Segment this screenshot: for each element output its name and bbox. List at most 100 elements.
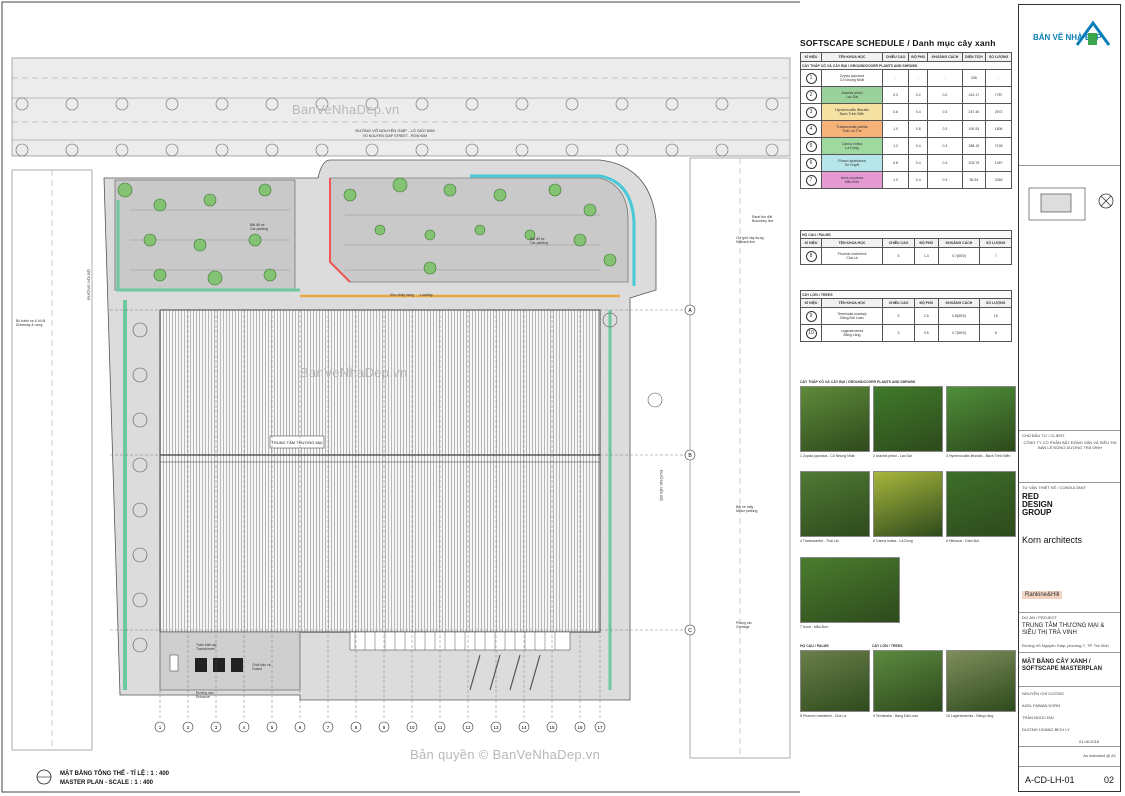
grid-col-circle [238, 721, 250, 733]
grid-col-bubble: 9 [378, 721, 390, 733]
boundary-label-en: Boundary line [752, 219, 773, 223]
row-area: 190.53 [961, 120, 987, 138]
grid-row-label: A [688, 308, 692, 314]
row-qty: 8 [979, 324, 1012, 342]
grid-col-label: 16 [577, 725, 583, 730]
project-label: DỰ ÁN / PROJECT [1022, 615, 1057, 620]
row-area: 36.54 [961, 171, 987, 189]
drawing-date: 01.06.2018 [1079, 739, 1100, 744]
photo-vn: Lạc Dại [899, 454, 912, 458]
photo-name: Ixora [802, 625, 811, 629]
drawing-title: MẶT BẰNG CÂY XANH / SOFTSCAPE MASTERPLAN [1022, 659, 1103, 672]
grid-row-circle [684, 624, 696, 636]
plant-photo [800, 386, 870, 452]
consultant-label: TƯ VẤN THIẾT KẾ / CONSULTANT [1022, 485, 1087, 490]
row-key: 6 [800, 154, 822, 172]
photo-name: Terminalia [875, 714, 892, 718]
grid-col-bubble: 8 [350, 721, 362, 733]
plant-photo [946, 471, 1016, 537]
watermark-top: BanVeNhaDep.vn [292, 102, 400, 117]
plant-photo-caption: 4 Tradescantia - Thài Lài [800, 539, 839, 543]
photo-name: Phoenix roebelenii [802, 714, 832, 718]
grid-col-circle [210, 721, 222, 733]
tree-caption: CÂY LỚN / TREES [800, 290, 1012, 299]
street-left-label: ĐƯỜNG NỘI BỘ [86, 269, 91, 300]
row-qty: 7787 [985, 86, 1012, 104]
tree-hdr-spacing: KHOẢNG CÁCH [937, 298, 981, 308]
ramp-label-en: Driveway & ramp [16, 323, 43, 327]
grid-col-bubble: 4 [238, 721, 250, 733]
parking-right-label-en: Car parking [530, 241, 548, 245]
row-number: 6 [805, 157, 817, 169]
photo-section-shrubs-vn: CÂY THẤP CỎ VÀ CÂY BỤI [800, 380, 846, 384]
palm-caption-vn: HỌ CAU [802, 232, 816, 237]
plant-photo [873, 386, 943, 452]
palm-caption-en: PALMS [818, 232, 831, 237]
photo-number: 9 [873, 714, 875, 718]
palm-hdr-qty: SỐ LƯỢNG [979, 238, 1012, 248]
row-height: 3 [881, 324, 916, 342]
row-spread: 0.2 [908, 86, 929, 104]
row-area: 247.45 [961, 103, 987, 121]
row-key: 5 [800, 137, 822, 155]
grid-col-bubble: 17 [594, 721, 606, 733]
loading-area [159, 631, 301, 691]
grid-col-label: 17 [597, 725, 603, 730]
motor-label-en: Motor parking [736, 509, 757, 513]
grid-col-bubble: 13 [490, 721, 502, 733]
drawing-scale: As indicated @ A1 [1083, 753, 1116, 758]
plant-photo [800, 650, 870, 712]
landscape-edge-left [116, 200, 300, 292]
shrub-caption: CÂY THẤP CỎ VÀ CÂY BỤI / GROUNDCOVER PLA… [800, 61, 1012, 70]
grid-col-circle [350, 721, 362, 733]
motor-label: Bãi xe máy [736, 505, 754, 509]
row-number: 3 [805, 106, 817, 118]
palm-table: HỌ CAU / PALMS KÍ HIỆU TÊN KHOA HỌC CHIỀ… [800, 230, 1012, 265]
korn-logo: Korn architects [1022, 535, 1083, 545]
photo-number: 2 [873, 454, 875, 458]
row-vn: Lá Dong [845, 146, 859, 150]
revision-number: 02 [1103, 775, 1114, 785]
photo-vn: Mẫu Đơn [813, 625, 829, 629]
photo-vn: Lá Dong [899, 539, 913, 543]
row-vn: Lạc Dại [846, 95, 858, 99]
ramp-stripes [349, 631, 571, 651]
grid-col-circle [182, 721, 194, 733]
row-spacing: 0.8(Ø15) [937, 307, 981, 325]
hdr-height: CHIỀU CAO [881, 52, 910, 62]
photo-number: 4 [800, 539, 802, 543]
photo-number: 8 [800, 714, 802, 718]
grid-col-bubble: 11 [434, 721, 446, 733]
photo-number: 6 [946, 539, 948, 543]
photo-number: 10 [946, 714, 950, 718]
street-top-label-en: VO NGUYEN GIAP STREET - ROW 60M [363, 134, 428, 138]
row-spacing: 0.7(Ø10) [937, 324, 981, 342]
shrub-caption-vn: CÂY THẤP CỎ VÀ CÂY BỤI [802, 63, 848, 68]
row-spacing: 0.3 [927, 137, 963, 155]
row-area: 288.15 [961, 137, 987, 155]
loading-label: Khu nhập hàng [390, 293, 414, 297]
row-spacing: 0.3 [927, 120, 963, 138]
entry-label: Đường vào [196, 691, 214, 695]
drawn-by: NGUYỄN CHÍ CƯỜNG [1022, 691, 1064, 696]
row-qty: 1267 [985, 154, 1012, 172]
row-spread: 1.4 [914, 247, 939, 265]
red-design-logo: RED DESIGN GROUP [1022, 492, 1053, 517]
photo-name: Zoysia japonica [802, 454, 828, 458]
palm-hdr-spread: ĐỘ PHỦ [914, 238, 939, 248]
row-name: Zoysia japonica [839, 74, 865, 78]
tree-hdr-key: KÍ HIỆU [800, 298, 822, 308]
plant-photo-caption: 5 Canna indica - Lá Dong [873, 539, 913, 543]
row-qty: 2363 [985, 171, 1012, 189]
